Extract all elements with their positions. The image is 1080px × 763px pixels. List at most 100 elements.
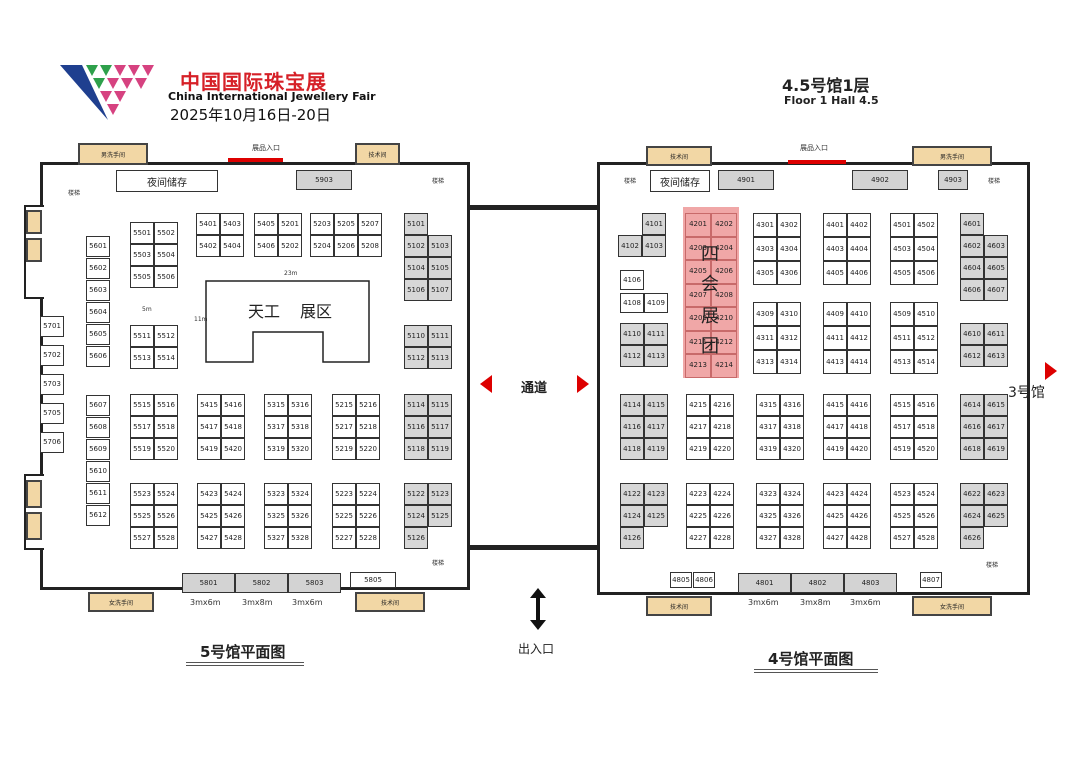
booth: 5512 — [154, 325, 178, 347]
tiangong-area — [205, 280, 370, 363]
booth: 5106 — [404, 279, 428, 301]
booth: 4125 — [644, 505, 668, 527]
booth: 5427 — [197, 527, 221, 549]
booth: 5518 — [154, 416, 178, 438]
booth: 5227 — [332, 527, 356, 549]
booth: 5402 — [196, 235, 220, 257]
booth: 4204 — [711, 236, 737, 260]
booth: 4118 — [620, 438, 644, 460]
booth: 5424 — [221, 483, 245, 505]
booth: 4313 — [753, 350, 777, 374]
logo-en: China International Jewellery Fair — [168, 90, 376, 103]
booth: 4417 — [823, 416, 847, 438]
booth: 5122 — [404, 483, 428, 505]
booth: 4515 — [890, 394, 914, 416]
hall-3-arrow — [1045, 362, 1057, 380]
booth: 5526 — [154, 505, 178, 527]
booth: 4805 — [670, 572, 692, 588]
entry-door — [788, 160, 846, 164]
fair-dates: 2025年10月16日-20日 — [170, 106, 331, 124]
strip-booth: 4901 — [718, 170, 774, 190]
corridor-arrow-right — [577, 375, 589, 393]
tech-room: 技术间 — [646, 146, 712, 166]
booth: 4210 — [711, 307, 737, 331]
booth: 4525 — [890, 505, 914, 527]
booth: 4519 — [890, 438, 914, 460]
booth: 4602 — [960, 235, 984, 257]
booth: 4626 — [960, 527, 984, 549]
booth: 4513 — [890, 350, 914, 374]
booth: 4509 — [890, 302, 914, 326]
exit-arrow-icon — [530, 588, 546, 634]
booth: 5610 — [86, 461, 110, 482]
title-underline — [186, 665, 304, 666]
booth: 5101 — [404, 213, 428, 235]
booth: 5611 — [86, 483, 110, 504]
stairs-label: 楼梯 — [432, 560, 445, 567]
dim-3x6: 3mx6m — [292, 598, 323, 607]
booth: 4806 — [693, 572, 715, 588]
booth: 4514 — [914, 350, 938, 374]
booth: 5503 — [130, 244, 154, 266]
booth: 4427 — [823, 527, 847, 549]
tech-room — [26, 480, 42, 508]
booth: 4328 — [780, 527, 804, 549]
strip-booth: 4803 — [844, 573, 897, 593]
corridor-arrow-left — [480, 375, 492, 393]
booth: 5419 — [197, 438, 221, 460]
booth: 5215 — [332, 394, 356, 416]
booth: 4216 — [710, 394, 734, 416]
booth: 5511 — [130, 325, 154, 347]
booth: 4617 — [984, 416, 1008, 438]
strip-booth: 4903 — [938, 170, 968, 190]
booth: 5323 — [264, 483, 288, 505]
booth: 4115 — [644, 394, 668, 416]
sihui-char: 会 — [701, 274, 719, 295]
strip-5903: 5903 — [296, 170, 352, 190]
booth: 4116 — [620, 416, 644, 438]
booth: 4426 — [847, 505, 871, 527]
booth: 4326 — [780, 505, 804, 527]
booth: 4218 — [710, 416, 734, 438]
corridor-wall-top — [470, 205, 600, 210]
booth: 5605 — [86, 324, 110, 345]
hall-5-plan-title: 5号馆平面图 — [200, 643, 286, 661]
booth: 5612 — [86, 505, 110, 526]
exit-label: 出入口 — [518, 642, 555, 656]
booth: 5403 — [220, 213, 244, 235]
exhibit-entry-4: 展品入口 — [800, 144, 828, 152]
booth: 5226 — [356, 505, 380, 527]
booth: 5315 — [264, 394, 288, 416]
booth: 4504 — [914, 237, 938, 261]
booth: 5124 — [404, 505, 428, 527]
strip-5805: 5805 — [350, 572, 396, 588]
booth: 5405 — [254, 213, 278, 235]
floor-title-en: Floor 1 Hall 4.5 — [784, 94, 879, 107]
booth: 4303 — [753, 237, 777, 261]
booth: 5505 — [130, 266, 154, 288]
booth: 5324 — [288, 483, 312, 505]
booth: 4317 — [756, 416, 780, 438]
booth: 4518 — [914, 416, 938, 438]
tiangong-label-2: 展区 — [300, 302, 333, 321]
booth: 4217 — [686, 416, 710, 438]
booth: 4220 — [710, 438, 734, 460]
dim-3x8: 3mx8m — [800, 598, 831, 607]
booth: 4501 — [890, 213, 914, 237]
booth: 4213 — [685, 354, 711, 378]
tech-room — [26, 512, 42, 540]
booth: 4614 — [960, 394, 984, 416]
booth: 4109 — [644, 293, 668, 313]
booth: 5319 — [264, 438, 288, 460]
dim-11m: 11m — [194, 316, 208, 323]
booth: 5416 — [221, 394, 245, 416]
booth: 5417 — [197, 416, 221, 438]
booth: 4401 — [823, 213, 847, 237]
booth: 5601 — [86, 236, 110, 257]
booth: 4214 — [711, 354, 737, 378]
tech-room-label: 技术间 — [669, 153, 688, 161]
stairs-label: 楼梯 — [432, 178, 445, 185]
strip-booth: 5802 — [235, 573, 288, 593]
booth: 4618 — [960, 438, 984, 460]
booth: 5317 — [264, 416, 288, 438]
